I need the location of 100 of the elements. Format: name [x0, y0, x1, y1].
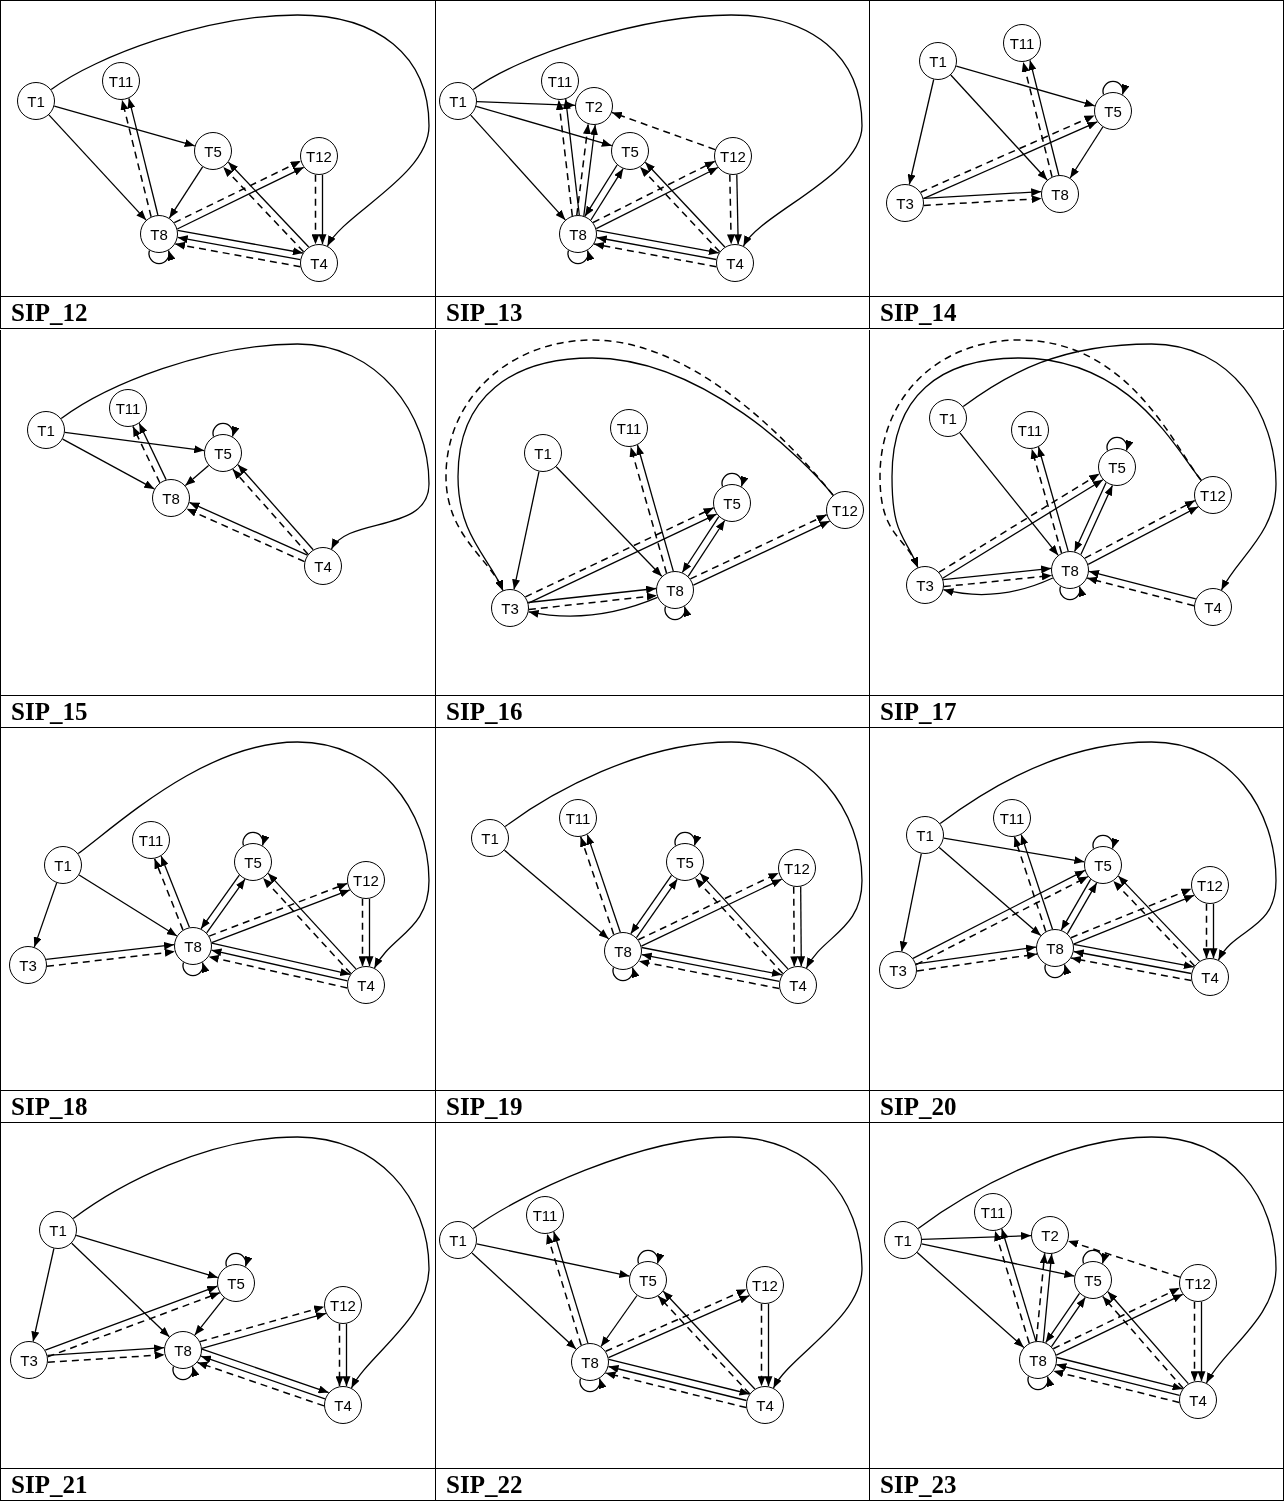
- arrow: [318, 174, 327, 245]
- arrow: [586, 833, 621, 933]
- loop-arrow: [1092, 834, 1119, 850]
- state-circle: T12: [1194, 476, 1232, 514]
- state-circle: T12: [324, 1286, 362, 1324]
- dashed-arrow: [629, 446, 668, 574]
- dashed-arrow: [604, 1371, 747, 1409]
- arrow: [53, 105, 196, 147]
- dashed-arrow: [208, 882, 349, 937]
- arrow: [342, 1323, 351, 1387]
- arrow: [1107, 1291, 1189, 1385]
- arrow: [636, 444, 674, 572]
- dashed-arrow: [173, 160, 302, 224]
- arrow: [45, 941, 175, 961]
- dashed-arrow: [555, 99, 574, 217]
- state-circle: T8: [559, 215, 597, 253]
- arrow: [1055, 1363, 1181, 1397]
- loop-arrow: [1102, 80, 1129, 96]
- arrow: [552, 1231, 589, 1344]
- arrow: [71, 1242, 170, 1338]
- state-circle: T5: [1098, 448, 1136, 486]
- dashed-arrow: [199, 1305, 325, 1343]
- arrow: [365, 898, 374, 967]
- state-circle: T11: [1011, 411, 1049, 449]
- arrow: [206, 878, 246, 934]
- arrow: [138, 422, 167, 481]
- dashed-arrow: [153, 857, 184, 931]
- dashed-arrow: [1035, 1252, 1048, 1342]
- arrow: [641, 952, 780, 983]
- dashed-arrow: [1101, 1295, 1184, 1390]
- arrow: [75, 1234, 219, 1279]
- arrow: [959, 432, 1059, 556]
- panel-label: SIP_16: [446, 698, 523, 724]
- state-circle: T4: [304, 547, 342, 585]
- curved-arrow: [917, 1136, 1277, 1384]
- arrow: [1080, 484, 1114, 556]
- dashed-arrow: [638, 959, 781, 990]
- arrow: [916, 1251, 1025, 1349]
- loop-arrow: [1106, 436, 1133, 452]
- arrow: [955, 65, 1096, 107]
- state-circle: T2: [575, 87, 613, 125]
- arrow: [200, 1355, 326, 1400]
- dashed-arrow: [46, 1292, 221, 1358]
- arrow: [211, 942, 351, 976]
- state-circle: T11: [541, 62, 579, 100]
- state-circle: T4: [746, 1386, 784, 1424]
- arrow: [1056, 1356, 1184, 1391]
- state-circle: T12: [826, 491, 864, 529]
- dashed-arrow: [1202, 902, 1211, 960]
- arrow: [1055, 1293, 1184, 1356]
- state-circle: T5: [194, 132, 232, 170]
- arrow: [921, 1231, 1032, 1241]
- state-circle: T11: [974, 1193, 1012, 1231]
- state-circle: T5: [1074, 1261, 1112, 1299]
- dashed-arrow: [689, 514, 828, 580]
- panel-label: SIP_23: [880, 1471, 957, 1497]
- arrow: [201, 1312, 327, 1349]
- arrow: [512, 470, 540, 591]
- loop-arrow: [172, 1365, 199, 1381]
- dashed-arrow: [46, 948, 176, 968]
- arrow: [687, 519, 726, 577]
- dashed-arrow: [994, 1230, 1030, 1344]
- arrow: [640, 878, 783, 947]
- arrow: [48, 114, 147, 221]
- arrow: [562, 98, 580, 216]
- arrow: [1072, 943, 1195, 969]
- dashed-arrow: [916, 951, 1038, 972]
- dashed-arrow: [1052, 1287, 1181, 1350]
- dashed-arrow: [604, 1288, 748, 1353]
- arrow: [188, 501, 309, 556]
- panel-label: SIP_19: [446, 1093, 523, 1119]
- state-circle: T5: [666, 843, 704, 881]
- state-circle: T12: [714, 137, 752, 175]
- arrow: [1072, 894, 1195, 945]
- state-circle: T8: [604, 932, 642, 970]
- dashed-arrow: [174, 241, 302, 268]
- state-circle: T3: [906, 566, 944, 604]
- dashed-arrow: [923, 195, 1043, 207]
- arrow: [503, 849, 610, 940]
- dashed-arrow: [1030, 448, 1063, 554]
- state-circle: T1: [919, 42, 957, 80]
- state-circle: T5: [713, 484, 751, 522]
- dashed-arrow: [1070, 888, 1193, 939]
- state-circle: T11: [109, 389, 147, 427]
- arrow: [583, 124, 598, 217]
- dashed-arrow: [358, 897, 367, 968]
- state-circle: T5: [1084, 846, 1122, 884]
- dashed-arrow: [1086, 576, 1195, 607]
- arrow: [595, 166, 719, 230]
- state-circle: T1: [929, 399, 967, 437]
- graph-panel: [0, 728, 436, 1123]
- dashed-arrow: [1084, 499, 1196, 559]
- state-circle: T1: [906, 816, 944, 854]
- arrow: [1066, 882, 1098, 935]
- arrow: [470, 114, 566, 221]
- dashed-arrow: [1190, 1300, 1199, 1383]
- dashed-arrow: [593, 242, 718, 268]
- dashed-arrow: [335, 1322, 344, 1388]
- curved-arrow: [939, 741, 1277, 961]
- panel-label: SIP_18: [11, 1093, 88, 1119]
